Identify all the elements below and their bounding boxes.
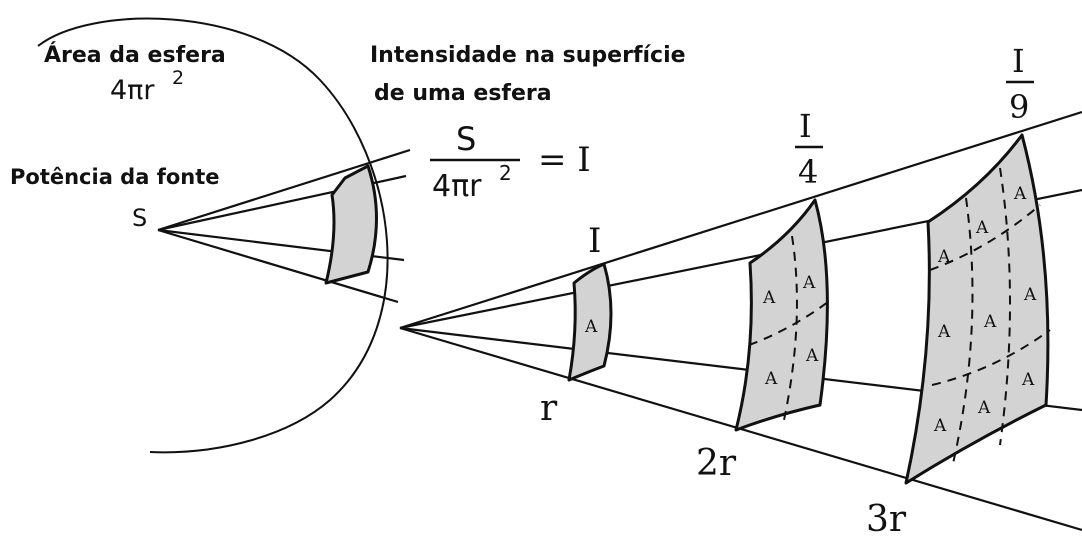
distance-label-2r: 2r <box>696 443 737 484</box>
patch-2r-grid-vertical <box>783 235 798 421</box>
source-ray-1 <box>157 148 411 232</box>
left-sphere-figure <box>37 17 411 454</box>
area-cell-2r-2: A <box>802 273 816 293</box>
distance-label-r: r <box>540 388 558 429</box>
area-cell-2r-3: A <box>764 369 778 389</box>
patch-at-3r <box>904 133 1050 485</box>
right-cone-figure <box>399 110 1082 532</box>
sphere-outline <box>37 17 389 454</box>
patch-3r-grid-horizontal-2 <box>931 329 1051 386</box>
source-ray-4 <box>157 228 399 304</box>
formula-numerator: S <box>456 120 476 158</box>
cone-ray-top <box>399 110 1082 330</box>
area-cells: A A A A A A A A A A A A A A <box>584 184 1037 436</box>
intensity-title-line1: Intensidade na superfície <box>370 43 686 68</box>
patch-3r-grid-vertical-1 <box>951 197 974 469</box>
area-cell-3r-3: A <box>1013 184 1027 204</box>
patch-at-r <box>567 262 613 382</box>
sphere-surface-patch <box>324 164 378 285</box>
area-cell-3r-1: A <box>937 247 951 267</box>
source-power-label: Potência da fonte <box>10 165 220 189</box>
intensity-label-r: I <box>588 221 601 261</box>
patch-3r-grid-vertical-2 <box>999 167 1011 446</box>
area-cell-r: A <box>584 317 598 337</box>
intensity-2r-denominator: 4 <box>798 153 818 191</box>
intensity-title-line2: de uma esfera <box>374 81 552 106</box>
area-cell-3r-5: A <box>983 312 997 332</box>
area-formula: 4πr 2 <box>110 67 184 106</box>
area-cell-3r-4: A <box>937 322 951 342</box>
source-symbol: S <box>132 204 147 232</box>
area-cell-3r-6: A <box>1023 285 1037 305</box>
area-title: Área da esfera <box>44 42 226 68</box>
area-cell-2r-1: A <box>762 288 776 308</box>
intensity-formula: S 4πr 2 = I <box>430 120 591 204</box>
patch-2r-grid-horizontal <box>748 301 829 346</box>
area-cell-2r-4: A <box>805 346 819 366</box>
formula-equals: = I <box>538 140 591 180</box>
area-cell-3r-7: A <box>933 416 947 436</box>
area-cell-3r-8: A <box>977 398 991 418</box>
intensity-2r-numerator: I <box>799 107 812 145</box>
intensity-3r-denominator: 9 <box>1009 88 1029 126</box>
formula-denominator-exponent: 2 <box>499 161 512 185</box>
intensity-label-3r: I 9 <box>1006 42 1034 126</box>
area-cell-3r-2: A <box>975 218 989 238</box>
area-formula-base: 4πr <box>110 75 155 106</box>
distance-label-3r: 3r <box>866 499 907 537</box>
intensity-3r-numerator: I <box>1012 42 1025 80</box>
intensity-label-2r: I 4 <box>795 107 823 191</box>
area-formula-exponent: 2 <box>172 67 184 89</box>
formula-denominator-base: 4πr <box>432 169 482 204</box>
patch-3r-grid-horizontal-1 <box>929 204 1041 271</box>
area-cell-3r-9: A <box>1021 370 1035 390</box>
patch-at-2r <box>734 198 829 432</box>
